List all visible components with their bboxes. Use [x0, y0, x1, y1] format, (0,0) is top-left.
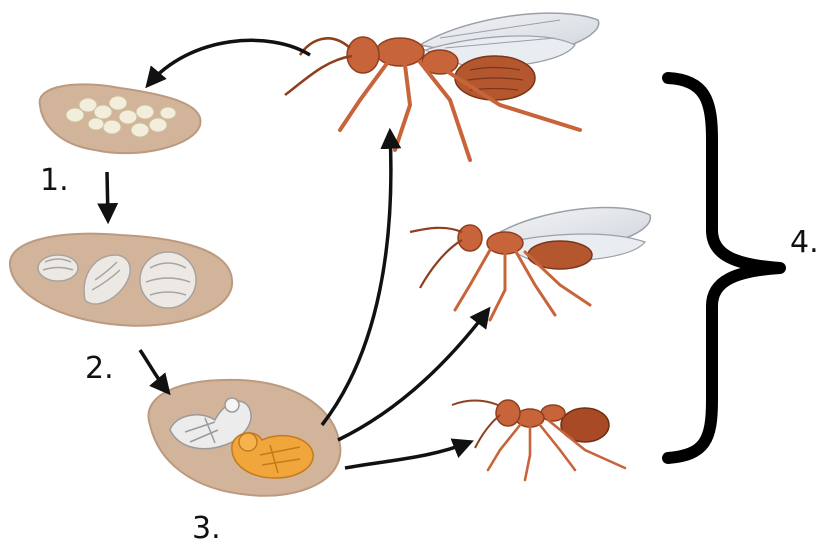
eggs-stage: 1. — [40, 84, 201, 198]
arrow-pupae-to-worker — [345, 442, 470, 468]
arrow-pupae-to-queen — [322, 132, 391, 425]
arrow-eggs-to-larvae — [107, 172, 108, 220]
arrow-pupae-to-male — [338, 310, 488, 440]
worker-ant — [452, 400, 625, 480]
winged-male-ant — [410, 208, 650, 320]
winged-queen-ant — [285, 13, 599, 160]
arrow-queen-to-eggs — [148, 40, 310, 85]
pupae-label: 3. — [192, 511, 221, 546]
pupae-stage: 3. — [148, 380, 340, 546]
larvae-stage: 2. — [10, 234, 232, 386]
larvae-label: 2. — [85, 351, 114, 386]
arrow-larvae-to-pupae — [140, 350, 168, 392]
adults-stage: 4. — [285, 13, 819, 480]
adults-brace — [668, 78, 780, 458]
adults-label: 4. — [790, 225, 819, 260]
eggs-label: 1. — [40, 163, 69, 198]
